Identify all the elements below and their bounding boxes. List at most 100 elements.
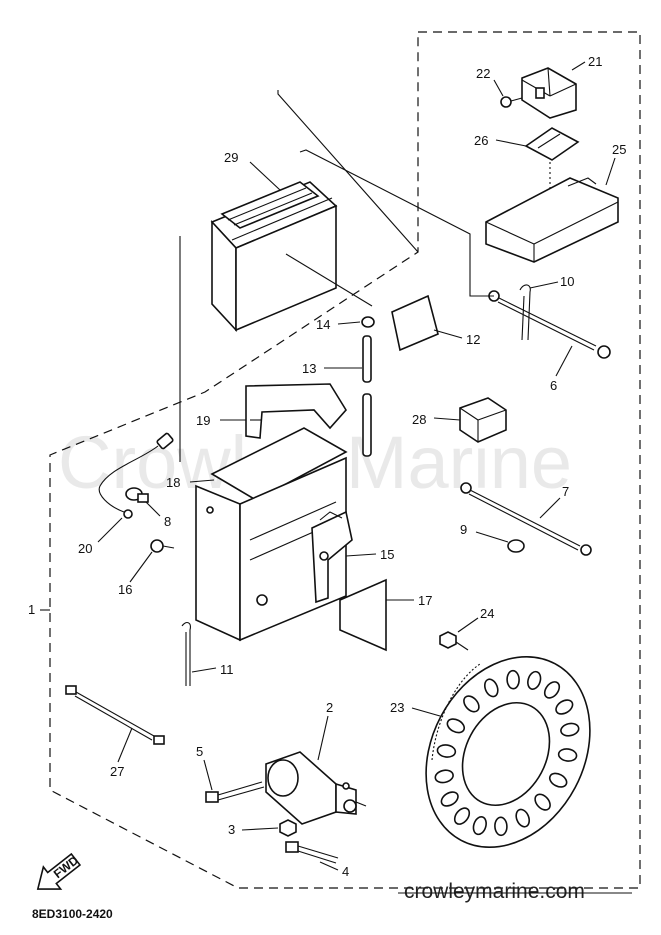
bolt [205, 781, 265, 803]
rotor-hole [434, 769, 454, 784]
callout-13: 13 [302, 361, 316, 376]
leader-line-3 [241, 827, 279, 831]
rotor-hole [555, 699, 574, 715]
callout-26: 26 [474, 133, 488, 148]
sheet [210, 427, 348, 501]
rotor-hole [543, 681, 561, 699]
bolt [150, 539, 175, 553]
leader-line-5 [203, 759, 213, 791]
rotor-hole [548, 772, 568, 788]
cover [485, 177, 619, 263]
leader-line-2 [317, 715, 329, 761]
callout-9: 9 [460, 522, 467, 537]
rotor-hole [534, 793, 551, 811]
rotor-hole [494, 816, 508, 837]
rotor-hole [436, 744, 457, 758]
callout-21: 21 [588, 54, 602, 69]
leader-line-4 [319, 861, 339, 871]
fwd-arrow-icon: FWD [36, 852, 81, 890]
bracket [311, 510, 353, 604]
rotor-hole [446, 718, 466, 734]
rotor-hole [560, 722, 580, 737]
leader-line-11 [191, 667, 217, 673]
rotor-hole [557, 748, 578, 762]
leader-line-9 [475, 531, 509, 543]
leader-line-15 [345, 553, 377, 557]
relay [521, 67, 577, 119]
leader-line-23 [411, 707, 441, 717]
leader-line-8 [145, 501, 161, 517]
callout-7: 7 [562, 484, 569, 499]
leader-line-12 [433, 329, 463, 339]
rotor-hole [440, 791, 459, 807]
leader-line-27 [117, 727, 133, 763]
callout-16: 16 [118, 582, 132, 597]
site-url: crowleymarine.com [404, 880, 585, 903]
wire [65, 685, 165, 745]
leader-line-29 [249, 161, 281, 191]
callout-14: 14 [316, 317, 330, 332]
leader-line-28 [433, 417, 461, 421]
bolt [285, 841, 339, 864]
callout-28: 28 [412, 412, 426, 427]
guide-line-battery-right [285, 253, 373, 307]
leader-line-21 [571, 61, 586, 71]
callout-10: 10 [560, 274, 574, 289]
leader-line-25 [605, 157, 616, 186]
callout-19: 19 [196, 413, 210, 428]
rotor-hole [515, 808, 531, 828]
leader-line-6 [555, 345, 573, 377]
callout-11: 11 [220, 662, 234, 677]
nut [279, 819, 297, 837]
guide-line-cover [299, 149, 494, 297]
callout-8: 8 [164, 514, 171, 529]
callout-1: 1 [28, 602, 35, 617]
callout-3: 3 [228, 822, 235, 837]
diagram-code: 8ED3100-2420 [32, 907, 113, 921]
clamp [507, 539, 525, 553]
breather-hose [362, 335, 372, 457]
bolt [439, 631, 469, 651]
stay [524, 127, 580, 161]
band [181, 621, 191, 686]
cap [125, 487, 149, 503]
leader-line-22 [493, 79, 504, 97]
leader-line-24 [457, 617, 479, 633]
callout-12: 12 [466, 332, 480, 347]
leader-line-18 [189, 479, 215, 483]
cable [460, 482, 592, 556]
callout-29: 29 [224, 150, 238, 165]
callout-25: 25 [612, 142, 626, 157]
cable [488, 290, 611, 359]
rotor [425, 655, 591, 849]
callout-17: 17 [418, 593, 432, 608]
leader-line-16 [129, 551, 153, 583]
rotor-hole [472, 816, 487, 836]
callout-4: 4 [342, 864, 349, 879]
callout-5: 5 [196, 744, 203, 759]
callout-20: 20 [78, 541, 92, 556]
band [519, 284, 531, 341]
cover [459, 397, 507, 443]
starter-motor [265, 751, 367, 825]
callout-6: 6 [550, 378, 557, 393]
leader-line-14 [337, 321, 361, 325]
clip [361, 316, 375, 328]
leader-line-20 [97, 517, 123, 543]
battery [210, 181, 338, 333]
rotor-hole [506, 669, 520, 690]
lead-wire [98, 432, 174, 519]
leader-line-26 [495, 139, 527, 147]
callout-2: 2 [326, 700, 333, 715]
callout-18: 18 [166, 475, 180, 490]
rotor-hole [483, 678, 499, 698]
callout-27: 27 [110, 764, 124, 779]
rotor-hole [527, 670, 542, 690]
leader-line-7 [539, 497, 561, 519]
pad [391, 294, 439, 352]
leader-line-10 [529, 281, 559, 289]
callout-22: 22 [476, 66, 490, 81]
guide-lines [277, 90, 419, 253]
rotor-hole [453, 807, 471, 825]
